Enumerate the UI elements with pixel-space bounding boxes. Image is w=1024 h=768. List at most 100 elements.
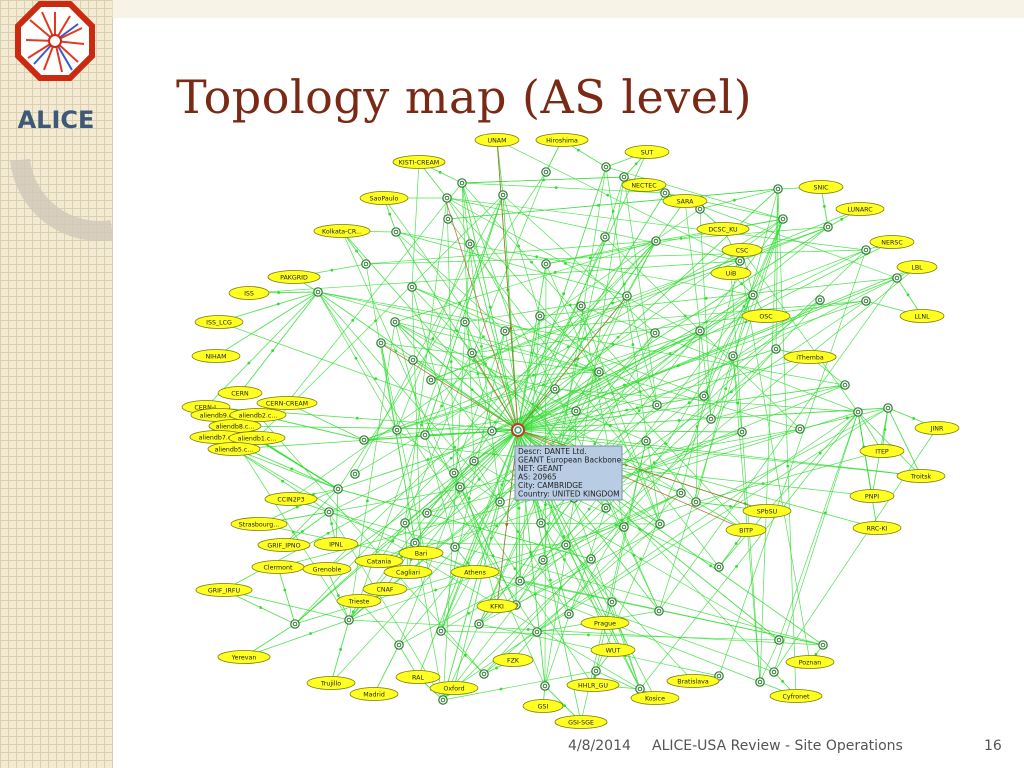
router-icon[interactable]: [500, 326, 510, 336]
as-node[interactable]: CNAF: [362, 582, 408, 596]
router-icon[interactable]: [376, 338, 386, 348]
router-icon[interactable]: [641, 436, 651, 446]
as-node[interactable]: Oxford: [429, 681, 479, 695]
router-icon[interactable]: [541, 167, 551, 177]
router-icon[interactable]: [538, 555, 548, 565]
as-node[interactable]: RRC-KI: [852, 521, 902, 535]
router-icon[interactable]: [442, 193, 452, 203]
router-icon[interactable]: [361, 259, 371, 269]
router-icon[interactable]: [823, 222, 833, 232]
router-icon[interactable]: [467, 348, 477, 358]
router-icon[interactable]: [728, 351, 738, 361]
router-icon[interactable]: [550, 384, 560, 394]
as-node[interactable]: WUT: [590, 643, 636, 657]
router-icon[interactable]: [410, 538, 420, 548]
router-icon[interactable]: [660, 188, 670, 198]
router-icon[interactable]: [601, 503, 611, 513]
as-node[interactable]: HHLR_GU: [566, 678, 620, 692]
router-icon[interactable]: [883, 403, 893, 413]
router-icon[interactable]: [676, 488, 686, 498]
router-icon[interactable]: [619, 172, 629, 182]
as-node[interactable]: SNIC: [798, 180, 844, 194]
router-icon[interactable]: [861, 245, 871, 255]
as-node[interactable]: SaoPaulo: [359, 191, 409, 205]
router-icon[interactable]: [426, 375, 436, 385]
router-icon[interactable]: [420, 430, 430, 440]
router-icon[interactable]: [571, 406, 581, 416]
router-icon[interactable]: [655, 519, 665, 529]
router-icon[interactable]: [290, 619, 300, 629]
router-icon[interactable]: [695, 326, 705, 336]
router-icon[interactable]: [607, 597, 617, 607]
as-node[interactable]: SUT: [624, 145, 670, 159]
as-node[interactable]: Clermont: [251, 560, 305, 574]
router-icon[interactable]: [576, 301, 586, 311]
router-icon[interactable]: [407, 282, 417, 292]
router-icon[interactable]: [313, 287, 323, 297]
as-node[interactable]: Kolkata-CR...: [313, 224, 371, 238]
as-node[interactable]: ISS_LCG: [194, 315, 244, 329]
router-icon[interactable]: [422, 508, 432, 518]
router-icon[interactable]: [392, 425, 402, 435]
as-node[interactable]: GRIF_IRFU: [195, 583, 253, 597]
as-node[interactable]: GRIF_IPNO: [257, 538, 311, 552]
router-icon[interactable]: [532, 627, 542, 637]
as-node[interactable]: Athens: [450, 565, 500, 579]
router-icon[interactable]: [600, 232, 610, 242]
as-node[interactable]: IPNL: [313, 537, 359, 551]
router-icon[interactable]: [652, 400, 662, 410]
as-node[interactable]: CERN: [217, 386, 263, 400]
router-icon[interactable]: [479, 669, 489, 679]
as-node[interactable]: Poznan: [785, 655, 835, 669]
router-icon[interactable]: [601, 162, 611, 172]
as-node[interactable]: UNAM: [474, 133, 520, 147]
router-icon[interactable]: [498, 190, 508, 200]
as-node[interactable]: LUNARC: [835, 202, 885, 216]
router-icon[interactable]: [769, 667, 779, 677]
router-icon[interactable]: [390, 317, 400, 327]
router-icon[interactable]: [450, 542, 460, 552]
as-node[interactable]: aliendb5.c...: [207, 442, 261, 456]
router-icon[interactable]: [564, 609, 574, 619]
router-icon[interactable]: [654, 606, 664, 616]
as-node[interactable]: DCSC_KU: [696, 222, 750, 236]
as-node[interactable]: Hiroshima: [535, 133, 589, 147]
as-node[interactable]: NERSC: [869, 235, 915, 249]
as-node[interactable]: KISTI-CREAM: [392, 155, 446, 169]
as-node[interactable]: FZK: [492, 653, 534, 667]
router-icon[interactable]: [706, 414, 716, 424]
router-icon[interactable]: [540, 681, 550, 691]
as-node[interactable]: CSC: [721, 243, 763, 257]
as-node[interactable]: Grenoble: [302, 562, 352, 576]
router-icon[interactable]: [691, 497, 701, 507]
router-icon[interactable]: [469, 456, 479, 466]
router-icon[interactable]: [457, 178, 467, 188]
as-node[interactable]: GSI: [522, 699, 564, 713]
router-icon[interactable]: [391, 227, 401, 237]
router-icon[interactable]: [438, 695, 448, 705]
router-icon[interactable]: [561, 540, 571, 550]
router-icon[interactable]: [350, 469, 360, 479]
router-icon[interactable]: [324, 507, 334, 517]
as-node[interactable]: Troitsk: [896, 469, 946, 483]
router-icon[interactable]: [594, 367, 604, 377]
router-icon[interactable]: [774, 635, 784, 645]
router-icon[interactable]: [795, 424, 805, 434]
router-icon[interactable]: [699, 391, 709, 401]
router-icon[interactable]: [651, 236, 661, 246]
as-node[interactable]: Catania: [354, 554, 404, 568]
as-node[interactable]: SARA: [662, 194, 708, 208]
router-icon[interactable]: [714, 562, 724, 572]
as-node[interactable]: RAL: [395, 670, 441, 684]
router-icon[interactable]: [443, 214, 453, 224]
as-node[interactable]: OSC: [741, 309, 791, 323]
router-icon[interactable]: [778, 214, 788, 224]
as-node[interactable]: GSI-SGE: [554, 715, 608, 729]
router-icon[interactable]: [460, 317, 470, 327]
router-icon[interactable]: [840, 380, 850, 390]
as-node[interactable]: ISS: [228, 286, 270, 300]
as-node[interactable]: SPbSU: [742, 504, 792, 518]
as-node[interactable]: Strasbourg...: [230, 517, 288, 531]
router-icon[interactable]: [892, 273, 902, 283]
router-icon[interactable]: [455, 482, 465, 492]
